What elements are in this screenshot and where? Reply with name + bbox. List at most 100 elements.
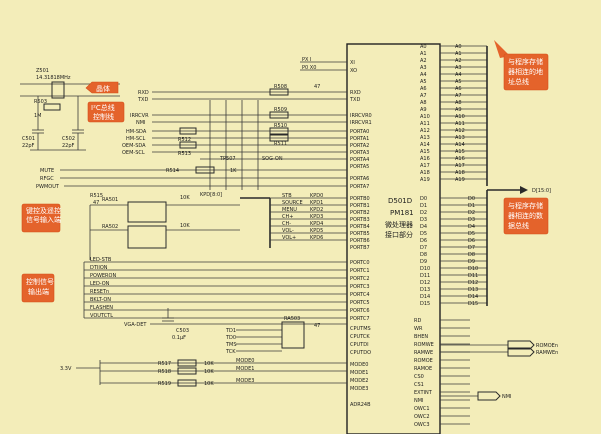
ic-pin-ctl: BHEN bbox=[414, 334, 428, 340]
callout-ctrl-out: 控制信号 输出端 bbox=[21, 273, 55, 303]
ic-pin-left: MODE3 bbox=[350, 386, 368, 392]
crystal bbox=[51, 81, 65, 99]
callout-i2c-line2: 控制线 bbox=[93, 112, 114, 121]
ic-pin-left: IRRCVR1 bbox=[350, 120, 372, 126]
crystal-freq: 14.31818MHz bbox=[36, 75, 71, 81]
test-point: TCK bbox=[225, 349, 236, 355]
ic-pin-left: PORTA0 bbox=[350, 129, 369, 135]
ic-pin-addr: A17 bbox=[420, 163, 430, 169]
r514-label: R514 bbox=[166, 168, 179, 174]
data-net-label: D5 bbox=[468, 231, 475, 237]
ra502-value: 10K bbox=[180, 223, 190, 229]
ic-pin-left: PORTC6 bbox=[350, 308, 370, 314]
ic-pin-left: XI bbox=[350, 60, 355, 66]
ic-pin-data: D11 bbox=[420, 273, 430, 279]
ic-pin-data: D4 bbox=[420, 224, 427, 230]
ic-pin-addr: A2 bbox=[420, 58, 427, 64]
ic-pin-left: PORTB0 bbox=[350, 196, 370, 202]
ic-pin-addr: A3 bbox=[420, 65, 427, 71]
addr-net-label: A3 bbox=[455, 65, 462, 71]
ctrl-net-reset: RESETn bbox=[90, 289, 109, 295]
ic-pin-left: PORTA4 bbox=[350, 157, 369, 163]
ic-pin-ctl: OWC3 bbox=[414, 422, 430, 428]
svg-text:输出端: 输出端 bbox=[28, 287, 49, 296]
addr-net-label: A13 bbox=[455, 135, 465, 141]
net-vga-det: VGA-DET bbox=[124, 322, 147, 328]
net-p0: P0 X0 bbox=[302, 65, 316, 71]
addr-net-label: A0 bbox=[455, 44, 462, 50]
net-hm-sda: HM-SDA bbox=[126, 129, 147, 135]
ic-pins-left: XIXORXDTXDIRRCVR0IRRCVR1PORTA0PORTA1PORT… bbox=[349, 60, 372, 408]
data-net-label: D3 bbox=[468, 217, 475, 223]
r510-label: R510 bbox=[274, 123, 287, 129]
ic-desc-line2: 接口部分 bbox=[385, 230, 413, 239]
ra503-label: RA503 bbox=[284, 316, 300, 322]
addr-net-label: A1 bbox=[455, 51, 462, 57]
r512-label: R512 bbox=[178, 137, 191, 143]
test-point: TD1 bbox=[225, 328, 236, 334]
ic-pin-left: PORTA7 bbox=[350, 184, 369, 190]
net-px: PX I bbox=[302, 57, 312, 63]
ic-pin-left: PORTA5 bbox=[350, 164, 369, 170]
svg-text:键控及遥控: 键控及遥控 bbox=[26, 206, 61, 215]
ic-pin-left: PORTB5 bbox=[350, 231, 370, 237]
net-mute: MUTE bbox=[40, 168, 54, 174]
data-net-label: D6 bbox=[468, 238, 475, 244]
ic-pin-ctl: EXTINT bbox=[414, 390, 433, 396]
r517-label: R517 bbox=[158, 361, 171, 367]
ic-pin-left: PORTB2 bbox=[350, 210, 370, 216]
ic-pin-left: PORTB4 bbox=[350, 224, 370, 230]
kpd-pin: KPD2 bbox=[310, 207, 323, 213]
r513-label: R513 bbox=[178, 151, 191, 157]
ic-desc-line1: 微处理器 bbox=[385, 220, 413, 229]
ic-pin-left: PORTA2 bbox=[350, 143, 369, 149]
net-3v3: 3.3V bbox=[60, 366, 72, 372]
svg-text:器相连的数: 器相连的数 bbox=[508, 211, 543, 220]
ic-pin-left: PORTA6 bbox=[350, 176, 369, 182]
ic-pin-addr: A15 bbox=[420, 149, 430, 155]
kpd-name: MENU bbox=[282, 207, 297, 213]
c503-value: 0.1μF bbox=[172, 335, 186, 341]
kpd-pin: KPD6 bbox=[310, 235, 323, 241]
ic-pin-addr: A11 bbox=[420, 121, 430, 127]
ic-pin-left: MODE1 bbox=[350, 370, 368, 376]
mode-resistor bbox=[177, 379, 197, 387]
ic-pin-left: PORTC2 bbox=[350, 276, 370, 282]
svg-text:址总线: 址总线 bbox=[508, 77, 529, 86]
ic-pin-ctl: CS1 bbox=[414, 382, 424, 388]
ic-pin-left: PORTC4 bbox=[350, 292, 370, 298]
addr-net-label: A11 bbox=[455, 121, 465, 127]
mode-net: MODE1 bbox=[236, 366, 254, 372]
ic-pin-left: PORTC7 bbox=[350, 316, 370, 322]
bus-nmi-label: NMI bbox=[502, 394, 512, 400]
ctrl-net-led_on: LED-ON bbox=[90, 281, 110, 287]
ic-pin-data: D7 bbox=[420, 245, 427, 251]
ic-pin-addr: A13 bbox=[420, 135, 430, 141]
ctrl-net-bklt: BKLT-ON bbox=[90, 297, 111, 303]
ic-pin-addr: A6 bbox=[420, 86, 427, 92]
kpd-pin: KPD1 bbox=[310, 200, 323, 206]
r518-label: R518 bbox=[158, 369, 171, 375]
ic-pin-data: D6 bbox=[420, 238, 427, 244]
ra503-value: 47 bbox=[314, 323, 320, 329]
data-net-label: D7 bbox=[468, 245, 475, 251]
ic-pin-left: ADR24B bbox=[350, 402, 371, 408]
ic-part: PM181 bbox=[390, 209, 414, 217]
ic-pin-ctl: RD bbox=[414, 318, 421, 324]
ic-pin-data: D5 bbox=[420, 231, 427, 237]
mode-net: MODE0 bbox=[236, 358, 254, 364]
ic-pin-data: D13 bbox=[420, 287, 430, 293]
ic-pin-left: TXD bbox=[349, 97, 360, 103]
ic-pin-ctl: OWC2 bbox=[414, 414, 430, 420]
ic-pin-data: D10 bbox=[420, 266, 430, 272]
ic-pin-addr: A10 bbox=[420, 114, 430, 120]
addr-net-label: A18 bbox=[455, 170, 465, 176]
ic-pin-addr: A5 bbox=[420, 79, 427, 85]
ic-pin-addr: A7 bbox=[420, 93, 427, 99]
ic-pin-addr: A9 bbox=[420, 107, 427, 113]
data-net-label: D0 bbox=[468, 196, 475, 202]
net-rfgc: RFGC bbox=[40, 176, 54, 182]
callout-data-bus: 与程序存储 器相连的数 据总线 bbox=[503, 197, 549, 235]
